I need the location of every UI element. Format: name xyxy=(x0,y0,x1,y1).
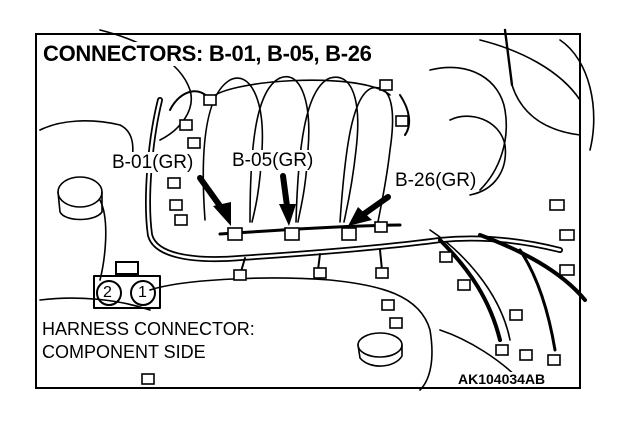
connector xyxy=(509,309,523,321)
arrow-b01 xyxy=(197,175,223,209)
connector-b26 xyxy=(341,227,357,241)
arrow-b05 xyxy=(280,173,290,209)
callout-b05: B-05(GR) xyxy=(230,150,316,171)
connector xyxy=(375,267,389,279)
callout-b26: B-26(GR) xyxy=(393,170,479,191)
engine-outline xyxy=(479,39,581,101)
engine-outline xyxy=(99,199,107,281)
pin-number-1: 1 xyxy=(138,284,147,301)
connector xyxy=(179,119,193,131)
connector xyxy=(313,267,327,279)
connector xyxy=(381,299,395,311)
arrow-b26 xyxy=(361,194,391,217)
antenna xyxy=(503,28,514,87)
connector xyxy=(547,354,561,366)
connector xyxy=(167,177,181,189)
arrowhead-b26 xyxy=(348,207,372,226)
connector xyxy=(203,94,217,106)
connector-b05 xyxy=(284,227,300,241)
pin-1-ring xyxy=(130,280,156,306)
pin-number-2: 2 xyxy=(103,284,112,301)
engine-outline xyxy=(429,66,508,191)
connector xyxy=(187,137,201,149)
connector xyxy=(233,269,247,281)
connector xyxy=(379,79,393,91)
harness-connector-label: HARNESS CONNECTOR: xyxy=(42,319,255,339)
cap xyxy=(357,344,403,367)
connector-body xyxy=(93,275,161,309)
wire-branch xyxy=(478,233,587,302)
reference-code: AK104034AB xyxy=(456,371,548,387)
connector xyxy=(457,279,471,291)
intake-runner xyxy=(202,77,264,223)
diagram-title: CONNECTORS: B-01, B-05, B-26 xyxy=(40,42,375,66)
intake-plenum xyxy=(209,79,391,101)
harness-connector-symbol xyxy=(93,261,161,309)
connector xyxy=(549,199,565,211)
callout-arrows xyxy=(197,173,391,217)
connector xyxy=(495,344,509,356)
connector xyxy=(174,214,188,226)
engine-outline xyxy=(99,29,193,141)
intake-runner xyxy=(249,75,310,223)
connector xyxy=(141,373,155,385)
connector-latch xyxy=(115,261,139,275)
connector xyxy=(389,317,403,329)
small-connectors xyxy=(141,79,575,385)
hose xyxy=(511,84,581,136)
diagram-frame xyxy=(35,33,581,389)
pin-2-ring xyxy=(96,280,122,306)
engine-outline xyxy=(449,115,507,196)
wire-harness xyxy=(146,98,562,261)
connector xyxy=(374,221,388,233)
engine-outline xyxy=(149,277,433,391)
wire-branch xyxy=(399,94,411,136)
cap xyxy=(57,191,103,221)
connector xyxy=(519,349,533,361)
connector xyxy=(395,115,409,127)
connector xyxy=(559,264,575,276)
wire-branch xyxy=(518,248,557,352)
engine-outline xyxy=(559,39,595,151)
connector xyxy=(559,229,575,241)
wire-branch xyxy=(438,238,502,342)
wire-branch xyxy=(379,249,383,271)
arrowhead-b01 xyxy=(213,202,231,226)
connector xyxy=(169,199,183,211)
engine-outline xyxy=(39,120,134,161)
arrowhead-b05 xyxy=(279,204,296,226)
connector xyxy=(439,251,453,263)
callout-b01: B-01(GR) xyxy=(110,152,196,173)
connector-b01 xyxy=(227,227,243,241)
component-side-label: COMPONENT SIDE xyxy=(42,342,206,362)
arrowheads xyxy=(213,202,372,226)
